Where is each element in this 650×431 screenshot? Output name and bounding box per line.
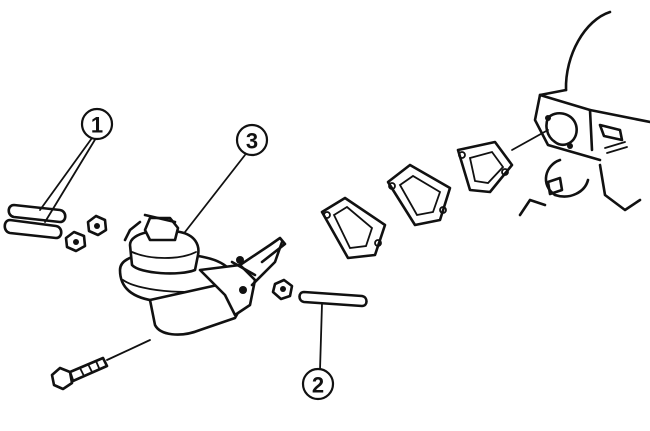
fuel-pump — [118, 213, 287, 336]
hose-upper — [7, 203, 67, 224]
callout-3: 3 — [235, 123, 269, 157]
bolt — [50, 339, 151, 391]
gasket-inner — [320, 196, 387, 260]
leader-lines — [39, 137, 323, 371]
pushrod — [298, 290, 368, 308]
callout-1: 1 — [80, 107, 114, 141]
callout-1-label: 1 — [91, 113, 103, 138]
callout-2: 2 — [301, 367, 335, 401]
gasket-middle — [386, 163, 452, 227]
callout-2-label: 2 — [312, 373, 324, 398]
nut-lower — [64, 230, 87, 253]
nut-upper — [86, 214, 108, 237]
callout-3-label: 3 — [246, 129, 258, 154]
engine-block — [518, 10, 650, 217]
hose-lower — [3, 218, 63, 240]
gasket-outer — [456, 129, 549, 194]
nut-right — [271, 278, 294, 301]
